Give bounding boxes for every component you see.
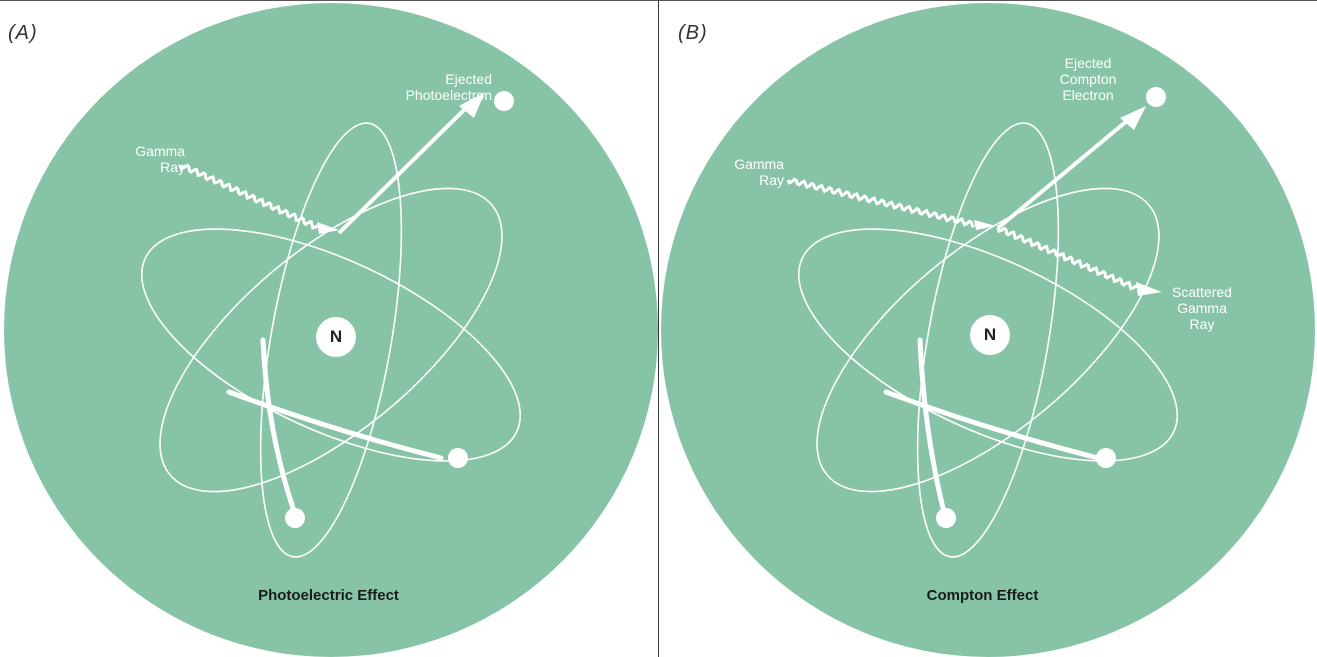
panel-letter: (A) [8, 22, 38, 44]
electron-dot [448, 448, 468, 468]
label-line: Gamma [1177, 300, 1227, 316]
electron-trail-2 [260, 337, 296, 511]
label-line: Gamma [734, 156, 784, 172]
orbit-ellipse-2 [816, 187, 1160, 493]
label-line: Ejected [1064, 55, 1112, 71]
panel-photoelectric: (A) Gamma Ray Ejected Photoelectron N Ph… [1, 0, 658, 657]
label-line: Ray [1189, 316, 1215, 332]
label-line: Photoelectron [405, 87, 492, 103]
label-line: Electron [1062, 87, 1114, 103]
ejection-arrowhead [459, 92, 485, 118]
caption: Photoelectric Effect [258, 587, 399, 604]
orbit-ellipse-1 [140, 228, 522, 462]
orbit-ellipse-3 [259, 122, 403, 558]
electron-trail-1 [226, 389, 444, 461]
electron-trail-2 [917, 337, 946, 511]
electron-trail-1 [883, 389, 1101, 461]
caption: Compton Effect [926, 587, 1039, 604]
panel-letter: (B) [678, 22, 708, 44]
gamma-ray-arrowhead [974, 220, 996, 230]
ejection-arrow-shaft [337, 105, 469, 235]
nucleus-label: N [983, 325, 997, 344]
label-line: Ray [759, 172, 784, 188]
label-line: Compton [1059, 71, 1117, 87]
atom-diagram-a [4, 3, 658, 657]
scattered-gamma-arrowhead [1136, 282, 1162, 296]
label-line: Ray [160, 159, 185, 175]
ejected-photoelectron-label: Ejected Photoelectron [384, 71, 492, 103]
label-line: Gamma [135, 143, 185, 159]
ejection-arrow-shaft [996, 118, 1130, 230]
panel-divider [658, 0, 659, 657]
gamma-ray-arrowhead [317, 222, 339, 234]
nucleus-circle [316, 317, 356, 357]
ejected-compton-electron-label: Ejected Compton Electron [1046, 55, 1130, 103]
panel-compton: (B) Gamma Ray Ejected Compton Electron S… [658, 0, 1315, 657]
label-line: Scattered [1172, 284, 1232, 300]
ejection-arrowhead [1120, 106, 1146, 130]
nucleus-circle [970, 315, 1010, 355]
atom-diagram-b [661, 3, 1315, 657]
electron-dot [1096, 448, 1116, 468]
orbit-ellipse-2 [159, 187, 503, 493]
orbit-ellipse-3 [916, 122, 1060, 558]
electron-dot [936, 508, 956, 528]
scattered-gamma-wave [996, 226, 1139, 291]
gamma-ray-wave [786, 177, 975, 229]
scattered-gamma-ray-label: Scattered Gamma Ray [1160, 284, 1244, 332]
label-line: Ejected [445, 71, 492, 87]
electron-dot [285, 508, 305, 528]
gamma-ray-label: Gamma Ray [113, 143, 185, 175]
nucleus-label: N [329, 327, 343, 346]
gamma-ray-wave [179, 163, 320, 230]
gamma-ray-label: Gamma Ray [714, 156, 784, 188]
ejected-electron-dot [494, 91, 514, 111]
orbit-ellipse-1 [797, 228, 1179, 462]
ejected-electron-dot [1146, 87, 1166, 107]
